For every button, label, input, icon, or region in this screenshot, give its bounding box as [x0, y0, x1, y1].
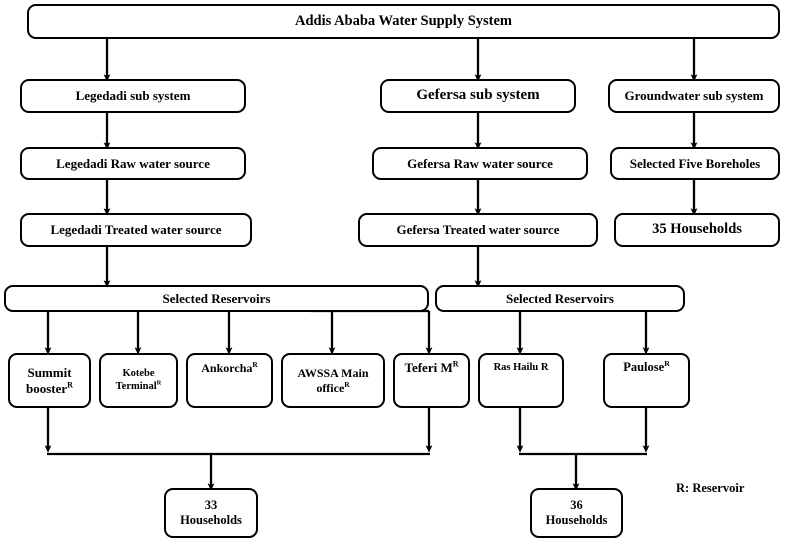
node-paulose[interactable]: PauloseR: [603, 353, 690, 408]
node-legedadi-sub-system-label: Legedadi sub system: [75, 88, 191, 104]
node-selected-five-boreholes[interactable]: Selected Five Boreholes: [610, 147, 780, 180]
node-ras-hailu-label: Ras Hailu R: [493, 362, 549, 373]
node-ankorcha-label: Ankorcha: [201, 361, 253, 375]
node-gefersa-sub-system-label: Gefersa sub system: [416, 87, 540, 104]
node-33-households-label: Households: [180, 513, 242, 527]
node-35-households[interactable]: 35 Households: [614, 213, 780, 247]
legend-reservoir-key: R: Reservoir: [676, 481, 744, 496]
node-kotebe-terminal[interactable]: Kotebe TerminalR: [99, 353, 178, 408]
node-teferi-m[interactable]: Teferi MR: [393, 353, 470, 408]
node-legedadi-treated-water-source[interactable]: Legedadi Treated water source: [20, 213, 252, 247]
node-kotebe-terminal-label: Kotebe Terminal: [115, 368, 157, 392]
node-legedadi-sub-system[interactable]: Legedadi sub system: [20, 79, 246, 113]
node-36-households[interactable]: 36 Households: [530, 488, 623, 538]
node-36-households-label: Households: [545, 513, 608, 527]
node-33-households-count: 33: [204, 498, 218, 513]
node-teferi-m-label: Teferi M: [404, 360, 453, 375]
node-groundwater-sub-system-label: Groundwater sub system: [624, 88, 764, 104]
node-gefersa-raw-water-source[interactable]: Gefersa Raw water source: [372, 147, 588, 180]
reservoir-superscript: R: [252, 360, 258, 369]
node-gefersa-sub-system[interactable]: Gefersa sub system: [380, 79, 576, 113]
node-selected-reservoirs-right[interactable]: Selected Reservoirs: [435, 285, 685, 312]
node-35-households-label: 35 Households: [652, 221, 742, 238]
node-gefersa-raw-water-source-label: Gefersa Raw water source: [407, 155, 553, 171]
legend-reservoir-key-label: R: Reservoir: [676, 481, 745, 495]
node-legedadi-raw-water-source-label: Legedadi Raw water source: [56, 155, 210, 171]
node-selected-five-boreholes-label: Selected Five Boreholes: [629, 155, 761, 171]
node-groundwater-sub-system[interactable]: Groundwater sub system: [608, 79, 780, 113]
node-root[interactable]: Addis Ababa Water Supply System: [27, 4, 780, 39]
reservoir-superscript: R: [344, 379, 350, 389]
node-selected-reservoirs-left-label: Selected Reservoirs: [162, 290, 271, 306]
node-gefersa-treated-water-source[interactable]: Gefersa Treated water source: [358, 213, 598, 247]
node-36-households-count: 36: [570, 498, 583, 513]
node-awssa-main-office-label: AWSSA Main office: [297, 366, 369, 395]
node-summit-booster-label: Summit booster: [26, 365, 72, 396]
node-awssa-main-office[interactable]: AWSSA Main officeR: [281, 353, 385, 408]
reservoir-superscript: R: [452, 359, 459, 369]
reservoir-superscript: R: [156, 379, 162, 386]
reservoir-superscript: R: [664, 358, 670, 368]
node-selected-reservoirs-right-label: Selected Reservoirs: [506, 290, 614, 306]
node-ras-hailu[interactable]: Ras Hailu R: [478, 353, 564, 408]
node-legedadi-treated-water-source-label: Legedadi Treated water source: [50, 222, 222, 238]
node-selected-reservoirs-left[interactable]: Selected Reservoirs: [4, 285, 429, 312]
node-legedadi-raw-water-source[interactable]: Legedadi Raw water source: [20, 147, 246, 180]
node-33-households[interactable]: 33 Households: [164, 488, 258, 538]
node-root-label: Addis Ababa Water Supply System: [294, 12, 513, 29]
node-ankorcha[interactable]: AnkorchaR: [186, 353, 273, 408]
reservoir-superscript: R: [67, 380, 73, 390]
node-gefersa-treated-water-source-label: Gefersa Treated water source: [396, 222, 560, 238]
node-summit-booster[interactable]: Summit boosterR: [8, 353, 91, 408]
node-paulose-label: Paulose: [623, 360, 665, 374]
